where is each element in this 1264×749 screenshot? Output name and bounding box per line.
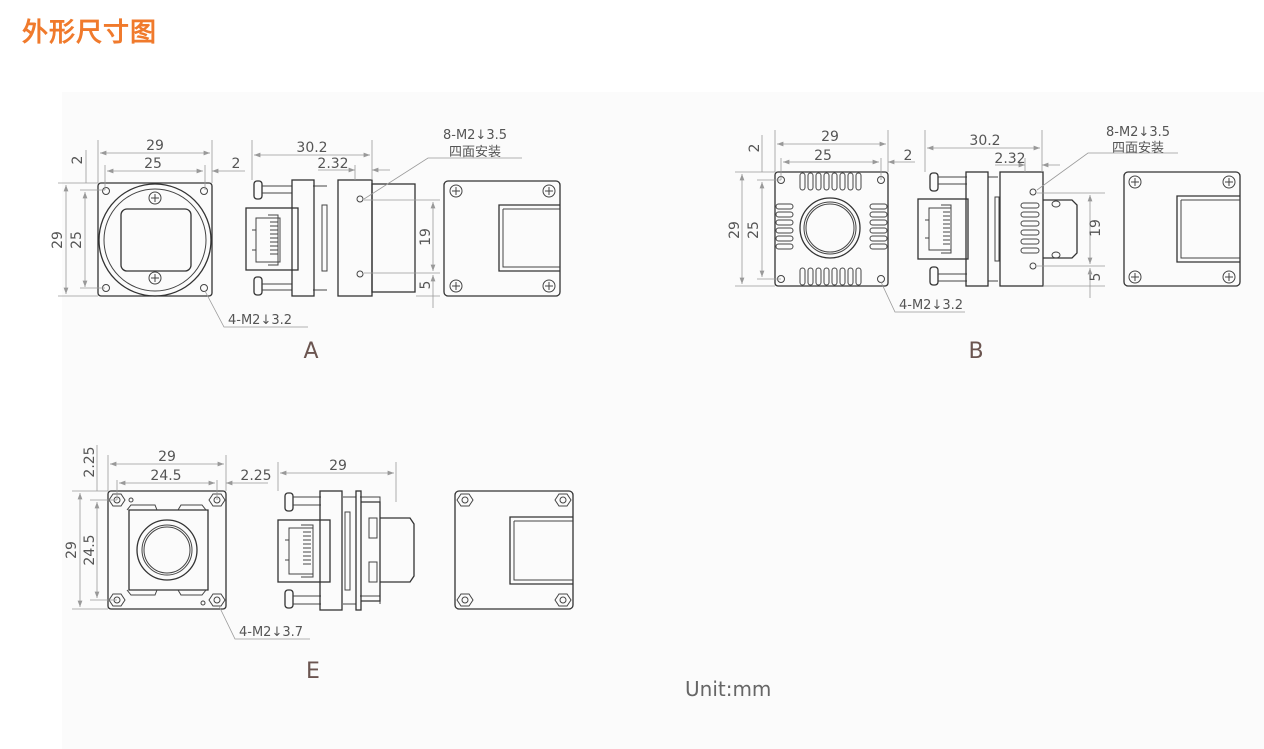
- unit-label: Unit:mm: [685, 677, 771, 701]
- dim-margin-top: 2.25: [82, 446, 98, 477]
- dim-depth: 30.2: [969, 133, 1000, 149]
- side-hole-note-2: 四面安装: [449, 145, 501, 160]
- view-b-label: B: [968, 339, 983, 364]
- dim-inner-height: 25: [746, 221, 762, 239]
- page-title: 外形尺寸图: [22, 17, 158, 47]
- view-e-front: 29 24.5 2.25 2.25 29 24.5 4-M2↓3.7: [64, 445, 310, 640]
- view-b-front: 29 25 2 2 29 25 4-M2↓3.2: [727, 129, 965, 313]
- dim-offset: 2.32: [994, 151, 1025, 167]
- view-a-back: [443, 180, 561, 297]
- view-a-front: 29 25 2 2 29 25 4-M2↓3.2: [50, 138, 308, 328]
- view-e-label: E: [306, 659, 320, 684]
- view-a-side: 30.2 2.32 8-M2↓3.5 四面安装 19 5: [245, 128, 522, 308]
- dim-margin-top: 2: [747, 144, 763, 153]
- front-hole-note: 4-M2↓3.7: [239, 625, 303, 640]
- dim-hole-edge: 5: [1088, 273, 1104, 282]
- side-hole-note-2: 四面安装: [1112, 141, 1164, 156]
- side-hole-note: 8-M2↓3.5: [1106, 125, 1170, 140]
- dim-inner-width: 25: [814, 148, 832, 164]
- view-a: 29 25 2 2 29 25 4-M2↓3.2 30.2 2.32 8-M2↓…: [50, 128, 561, 364]
- dim-depth: 30.2: [296, 140, 327, 156]
- view-b-side: 30.2 2.32 8-M2↓3.5 四面安装 19 5: [917, 125, 1178, 298]
- view-b-back: [1123, 171, 1241, 287]
- dim-hole-edge: 5: [418, 281, 434, 290]
- view-e-back: [454, 490, 574, 610]
- dim-width: 29: [146, 138, 164, 154]
- dim-hole-spacing: 19: [1088, 219, 1104, 237]
- drawing-panel: [62, 92, 1264, 749]
- dim-offset: 2.32: [317, 156, 348, 172]
- front-hole-note: 4-M2↓3.2: [899, 298, 963, 313]
- dim-width: 29: [821, 129, 839, 145]
- view-e-side: 29: [277, 458, 415, 611]
- dim-margin-right: 2.25: [240, 468, 271, 484]
- dim-inner-height: 24.5: [82, 534, 98, 565]
- dim-margin-right: 2: [904, 148, 913, 164]
- dim-inner-width: 25: [144, 156, 162, 172]
- dim-height: 29: [50, 231, 66, 249]
- view-e: 29 24.5 2.25 2.25 29 24.5 4-M2↓3.7 29 E: [64, 445, 574, 684]
- dim-height: 29: [727, 221, 743, 239]
- dim-width: 29: [158, 449, 176, 465]
- view-a-label: A: [303, 339, 318, 364]
- dim-margin-top: 2: [70, 156, 86, 165]
- dim-hole-spacing: 19: [418, 228, 434, 246]
- dim-inner-width: 24.5: [150, 468, 181, 484]
- view-b: 29 25 2 2 29 25 4-M2↓3.2 30.2 2.32 8-M2↓…: [727, 125, 1241, 364]
- side-hole-note: 8-M2↓3.5: [443, 128, 507, 143]
- dim-inner-height: 25: [69, 231, 85, 249]
- front-hole-note: 4-M2↓3.2: [228, 313, 292, 328]
- dim-height: 29: [64, 541, 80, 559]
- dim-margin-right: 2: [232, 156, 241, 172]
- dim-depth: 29: [329, 458, 347, 474]
